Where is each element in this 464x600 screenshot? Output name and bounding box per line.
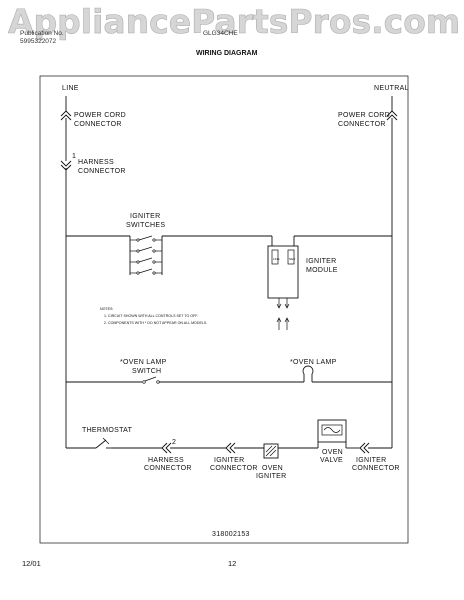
diagram-frame bbox=[39, 75, 409, 544]
igniter-connector-right-label-1: IGNITER bbox=[356, 457, 387, 464]
oven-valve-label-1: OVEN bbox=[322, 449, 343, 456]
note-2: 2. COMPONENTS WITH * DO NOT APPEAR ON AL… bbox=[104, 321, 207, 325]
harness-top-label-1: HARNESS bbox=[78, 159, 114, 166]
igniter-module-box bbox=[267, 245, 299, 299]
oven-lamp-branch bbox=[66, 365, 392, 384]
thermostat-label: THERMOSTAT bbox=[82, 427, 133, 434]
harness-top-label-2: CONNECTOR bbox=[78, 168, 126, 175]
power-cord-connector-right-icon bbox=[386, 110, 398, 117]
power-cord-left-label-2: CONNECTOR bbox=[74, 121, 122, 128]
power-cord-right-label-2: CONNECTOR bbox=[338, 121, 386, 128]
notes-title: NOTES: bbox=[100, 307, 113, 311]
igniter-connector-left-icon bbox=[225, 442, 232, 454]
harness-bottom-marker: 2 bbox=[172, 439, 176, 446]
igniter-connector-left-label-1: IGNITER bbox=[214, 457, 245, 464]
oven-lamp-switch-icon bbox=[142, 380, 146, 384]
igniter-switches-label-1: IGNITER bbox=[130, 213, 161, 220]
publication-number: 5995322072 bbox=[20, 38, 57, 45]
igniter-module-label-2: MODULE bbox=[306, 267, 338, 274]
igniter-module-label-1: IGNITER bbox=[306, 258, 337, 265]
harness-connector-top-icon bbox=[60, 160, 72, 167]
neutral-rail bbox=[386, 96, 398, 448]
power-cord-left-label-1: POWER CORD bbox=[74, 112, 126, 119]
oven-valve-label-2: VALVE bbox=[320, 457, 343, 464]
footer-page-number: 12 bbox=[228, 559, 237, 568]
harness-top-marker: 1 bbox=[72, 153, 76, 160]
oven-lamp-icon bbox=[302, 365, 314, 382]
line-rail bbox=[60, 96, 72, 448]
oven-igniter-icon bbox=[263, 443, 279, 459]
model-number: GLG34CHE bbox=[203, 30, 238, 37]
module-pin-line: LINE bbox=[273, 257, 280, 261]
harness-bottom-label-2: CONNECTOR bbox=[144, 465, 192, 472]
oven-lamp-switch-label-1: *OVEN LAMP bbox=[120, 359, 167, 366]
oven-circuit bbox=[66, 419, 392, 459]
page-title: WIRING DIAGRAM bbox=[196, 50, 258, 57]
oven-lamp-label: *OVEN LAMP bbox=[290, 359, 337, 366]
oven-igniter-label-1: OVEN bbox=[262, 465, 283, 472]
igniter-connector-right-label-2: CONNECTOR bbox=[352, 465, 400, 472]
power-cord-right-label-1: POWER CORD bbox=[338, 112, 390, 119]
module-pin-neutral: NEU bbox=[289, 257, 295, 261]
line-label: LINE bbox=[62, 85, 79, 92]
harness-bottom-label-1: HARNESS bbox=[148, 457, 184, 464]
igniter-switches-icon bbox=[130, 235, 162, 275]
harness-connector-bottom-icon bbox=[161, 442, 168, 454]
igniter-branch bbox=[66, 235, 392, 330]
thermostat-icon bbox=[95, 437, 112, 449]
igniter-switches-label-2: SWITCHES bbox=[126, 222, 165, 229]
oven-valve-icon bbox=[317, 419, 347, 443]
note-1: 1. CIRCUIT SHOWN WITH ALL CONTROLS SET T… bbox=[104, 314, 198, 318]
power-cord-connector-left-icon bbox=[60, 110, 72, 117]
neutral-label: NEUTRAL bbox=[374, 85, 409, 92]
igniter-connector-right-icon bbox=[359, 442, 366, 454]
oven-lamp-switch-label-2: SWITCH bbox=[132, 368, 161, 375]
footer-date: 12/01 bbox=[22, 559, 41, 568]
igniter-connector-left-label-2: CONNECTOR bbox=[210, 465, 258, 472]
oven-igniter-label-2: IGNITER bbox=[256, 473, 287, 480]
watermark: AppliancePartsPros.com bbox=[8, 2, 461, 42]
part-number: 318002153 bbox=[212, 531, 250, 538]
publication-label: Publication No. bbox=[20, 30, 64, 37]
spark-outputs-icon bbox=[276, 298, 290, 330]
